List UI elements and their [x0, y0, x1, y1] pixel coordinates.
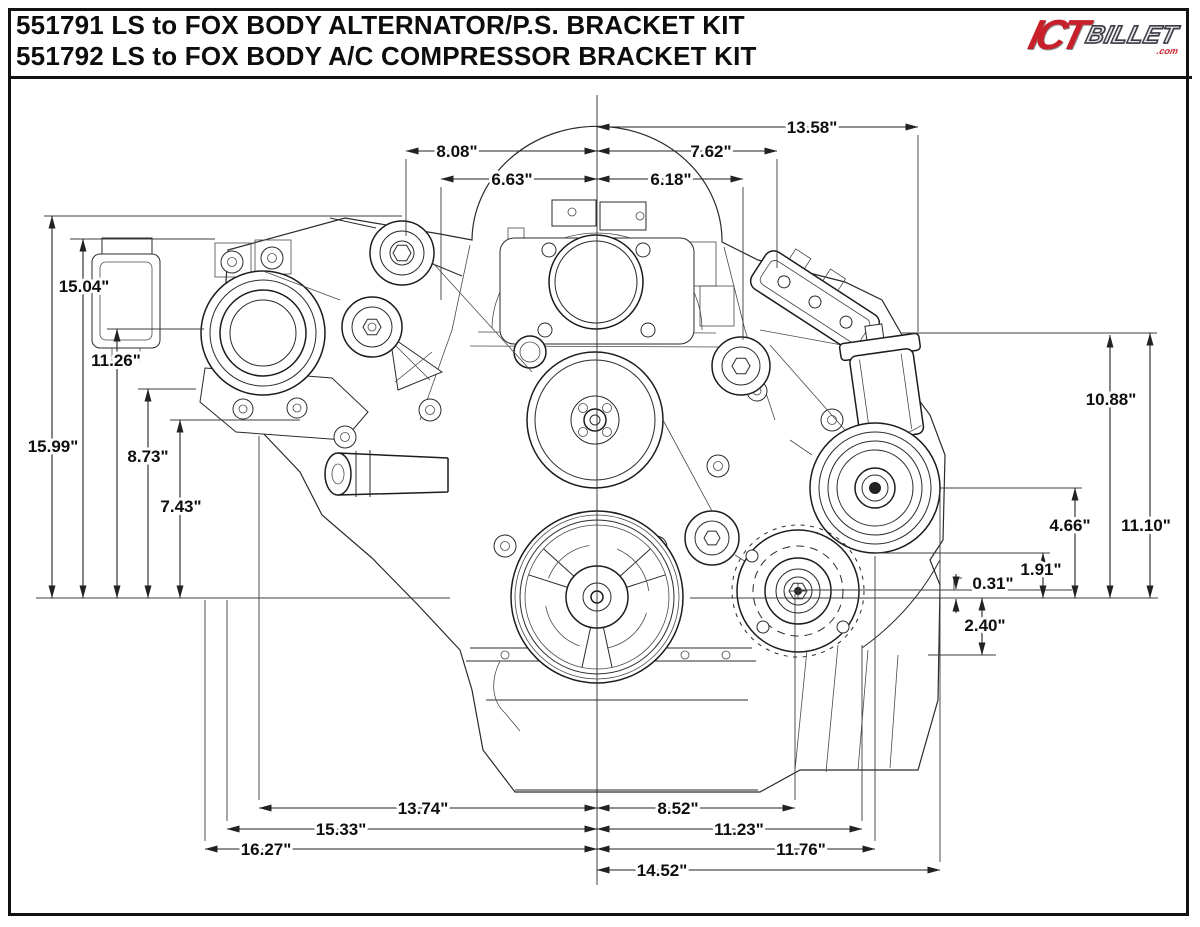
- dim-label-11-23: 11.23": [714, 820, 764, 839]
- ac-compressor-pulley: [809, 422, 941, 554]
- dim-label-11-10: 11.10": [1121, 516, 1171, 535]
- dim-label-10-88: 10.88": [1086, 390, 1137, 409]
- power-steering-reservoir: [838, 323, 925, 442]
- water-pump-cap: [513, 335, 547, 369]
- power-steering-pump-pulley: [199, 270, 369, 441]
- dim-label-1-91: 1.91": [1020, 560, 1061, 579]
- dim-label-15-04: 15.04": [59, 277, 110, 296]
- idler-pulley-right: [711, 336, 771, 396]
- dim-label-14-52: 14.52": [637, 861, 688, 880]
- dim-label-13-58: 13.58": [787, 118, 838, 137]
- dim-label-6-63: 6.63": [491, 170, 532, 189]
- dim-label-8-73: 8.73": [127, 447, 168, 466]
- serpentine-belt: [262, 261, 846, 512]
- dim-label-16-27: 16.27": [241, 840, 292, 859]
- engine-drawing: [91, 125, 946, 793]
- dim-label-13-74: 13.74": [398, 799, 449, 818]
- title-line-1: 551791 LS to FOX BODY ALTERNATOR/P.S. BR…: [16, 10, 745, 40]
- dim-label-6-18: 6.18": [650, 170, 691, 189]
- dim-label-11-26: 11.26": [91, 351, 141, 370]
- bracket-bosses: [214, 239, 292, 278]
- dim-label-0-31: 0.31": [972, 574, 1013, 593]
- dim-label-7-62: 7.62": [690, 142, 731, 161]
- title-line-2: 551792 LS to FOX BODY A/C COMPRESSOR BRA…: [16, 41, 757, 71]
- extension-lines: [36, 135, 1158, 862]
- thermostat-housing: [324, 450, 449, 497]
- title-block: 551791 LS to FOX BODY ALTERNATOR/P.S. BR…: [16, 10, 757, 72]
- dim-label-4-66: 4.66": [1049, 516, 1090, 535]
- dimension-labels: 13.58" 8.08" 7.62" 6.63" 6.18" 15.99" 15…: [25, 115, 1174, 883]
- dimension-lines: [48, 123, 1154, 874]
- dim-label-7-43: 7.43": [160, 497, 201, 516]
- dim-label-15-33: 15.33": [316, 820, 367, 839]
- dim-label-2-40: 2.40": [964, 616, 1005, 635]
- belt-tensioner: [341, 296, 444, 391]
- dim-label-8-08: 8.08": [436, 142, 477, 161]
- dim-label-15-99: 15.99": [28, 437, 79, 456]
- dim-label-11-76: 11.76": [776, 840, 826, 859]
- header-divider: [8, 76, 1192, 79]
- dim-label-8-52: 8.52": [657, 799, 698, 818]
- sheet-border: [8, 8, 1189, 916]
- water-pump-pulley: [526, 351, 664, 489]
- idler-pulley-top: [329, 217, 463, 286]
- tensioner-pulley-lower: [684, 510, 740, 566]
- left-coil-pack: [91, 237, 161, 362]
